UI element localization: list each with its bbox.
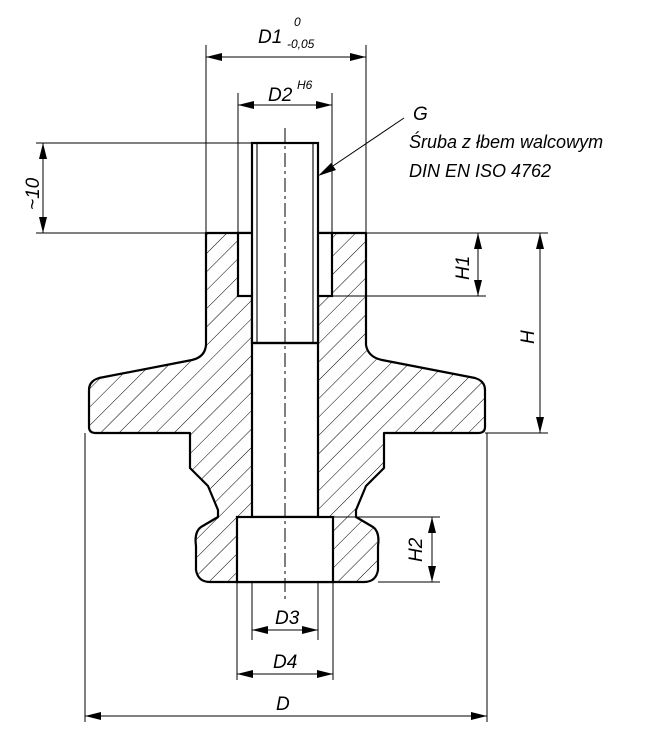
dim-d1: D1 0 -0,05: [206, 15, 366, 61]
dim-d4: D4: [237, 652, 333, 678]
screw-note-line1: Śruba z łbem walcowym: [409, 131, 603, 152]
dim-h: H: [518, 233, 544, 433]
dim-d-label: D: [276, 694, 290, 715]
dim-h1: H1: [453, 233, 482, 296]
dim-d3: D3: [252, 608, 318, 634]
dim-h2: H2: [406, 517, 436, 582]
dim-d2-fit: H6: [297, 78, 313, 92]
body-outline: [87, 231, 487, 584]
extension-lines: [36, 45, 548, 722]
dim-d2-label: D2: [268, 85, 293, 106]
dim-h1-label: H1: [453, 256, 474, 280]
dim-d3-label: D3: [275, 608, 300, 629]
dim-d2: D2 H6: [238, 78, 332, 109]
dim-approx-10-label: ~10: [23, 177, 44, 210]
screw-note-line2: DIN EN ISO 4762: [409, 161, 551, 181]
dim-d4-label: D4: [273, 652, 297, 673]
dim-d1-label: D1: [258, 27, 282, 48]
thread-label: G: [413, 104, 428, 125]
dim-h-label: H: [518, 330, 539, 344]
dim-d1-upper-tol: 0: [294, 15, 301, 29]
dim-h2-label: H2: [406, 537, 427, 562]
screw-leader: G Śruba z łbem walcowym DIN EN ISO 4762: [318, 104, 603, 181]
dim-d1-lower-tol: -0,05: [287, 37, 315, 51]
dim-approx-10: ~10: [23, 143, 47, 233]
dim-d: D: [85, 694, 487, 720]
